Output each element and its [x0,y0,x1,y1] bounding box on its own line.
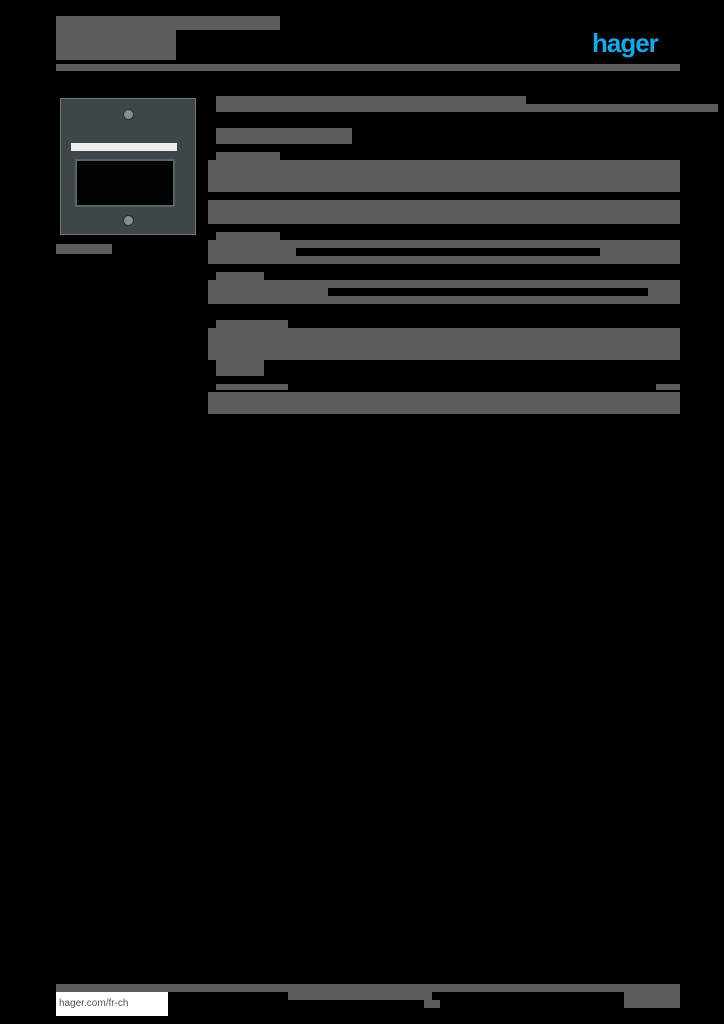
footer-info-block [424,1000,440,1008]
spec-value-block [648,288,680,304]
header-divider [56,64,680,71]
product-code-block [56,244,112,254]
spec-row-block [208,280,680,288]
hager-logo: hager [592,28,659,58]
product-title-block [216,96,526,112]
spec-row-block [328,296,648,304]
section-label-block [216,272,264,282]
header-title-block [56,30,176,60]
section-row-block [208,392,680,414]
spec-row-block [208,240,680,248]
product-title-underline [526,104,718,112]
section-label-block [216,360,264,376]
spec-row-block [208,248,296,264]
spec-row-block [208,288,328,304]
spec-value-block [600,248,680,264]
spec-value-block [656,384,680,390]
subtitle-block [216,128,352,144]
section-row-block [208,160,680,192]
spec-row-block [296,256,600,264]
screw-icon [123,109,134,120]
header-title-block [56,16,280,30]
footer-divider [56,984,680,992]
product-image [60,98,196,235]
socket-opening [75,159,175,207]
screw-icon [123,215,134,226]
section-label-block [216,152,280,162]
spec-row-block [216,384,288,390]
footer-url-link[interactable]: hager.com/fr-ch [56,992,168,1016]
section-row-block [208,328,680,360]
section-label-block [216,232,280,242]
footer-info-block [288,992,432,1000]
section-row-block [208,200,680,224]
label-strip [71,143,177,151]
footer-page-block [624,992,680,1008]
